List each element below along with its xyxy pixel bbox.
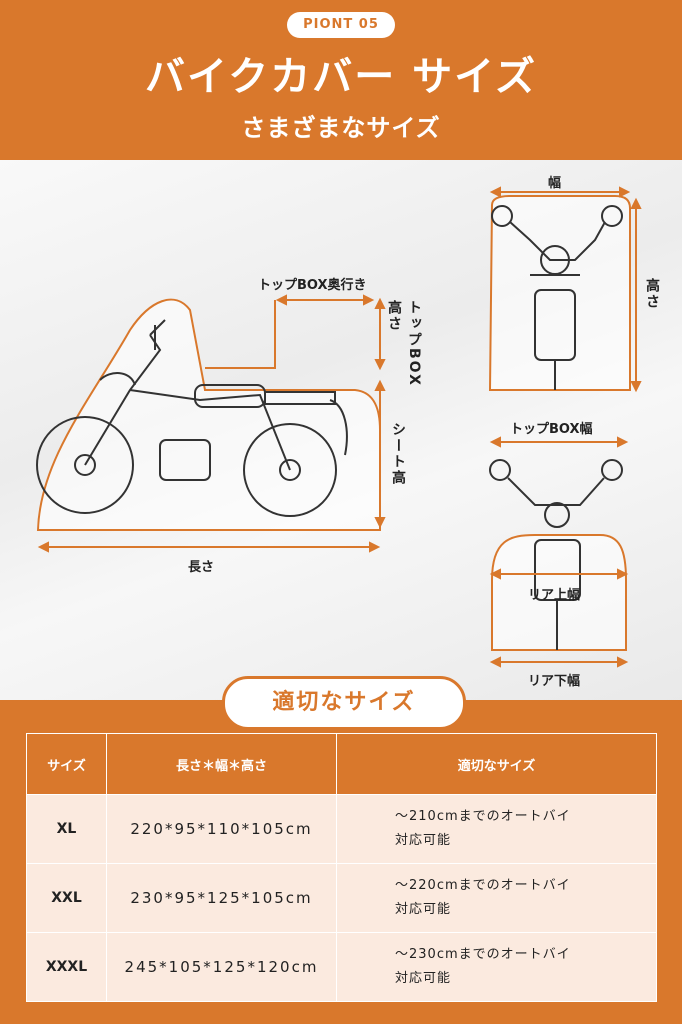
cell-dims: 245*105*125*120cm	[106, 932, 337, 1002]
page-subtitle: さまざまなサイズ	[241, 114, 441, 142]
header-fit: 適切なサイズ	[336, 733, 657, 795]
label-length: 長さ	[188, 560, 215, 575]
table-row: XXXL 245*105*125*120cm ～230cmまでのオートバイ 対応…	[26, 932, 657, 1002]
fit-line2: 対応可能	[395, 833, 452, 848]
motorcycle-illustration	[36, 186, 642, 668]
label-seat-height: シート高	[390, 422, 406, 486]
fit-line1: ～210cmまでのオートバイ	[395, 809, 571, 824]
fit-line1: ～230cmまでのオートバイ	[395, 947, 571, 962]
fit-line1: ～220cmまでのオートバイ	[395, 878, 571, 893]
table-row: XXL 230*95*125*105cm ～220cmまでのオートバイ 対応可能	[26, 863, 657, 933]
header-dimensions: 長さ＊幅＊高さ	[106, 733, 337, 795]
section-title: 適切なサイズ	[222, 676, 466, 730]
header-banner: PIONT 05 バイクカバー サイズ さまざまなサイズ	[0, 0, 682, 160]
table-row: XL 220*95*110*105cm ～210cmまでのオートバイ 対応可能	[26, 794, 657, 864]
size-table: サイズ 長さ＊幅＊高さ 適切なサイズ XL 220*95*110*105cm ～…	[26, 733, 657, 1002]
cell-size: XXL	[26, 863, 107, 933]
label-topbox-depth: トップBOX奥行き	[258, 278, 367, 293]
header-size: サイズ	[26, 733, 107, 795]
label-topbox-height: 高さ	[386, 300, 402, 332]
label-width: 幅	[548, 176, 562, 191]
cell-dims: 230*95*125*105cm	[106, 863, 337, 933]
size-diagram: トップBOX奥行き 高さ トップBOX シート高 長さ 幅 高さ トップBOX幅…	[0, 160, 682, 705]
label-topbox-vertical: トップBOX	[406, 300, 422, 387]
cell-size: XL	[26, 794, 107, 864]
page-title: バイクカバー サイズ	[145, 54, 537, 100]
topbox-side-line	[205, 300, 276, 369]
cell-fit: ～220cmまでのオートバイ 対応可能	[336, 863, 657, 933]
cell-fit: ～230cmまでのオートバイ 対応可能	[336, 932, 657, 1002]
point-badge: PIONT 05	[287, 12, 395, 38]
table-header-row: サイズ 長さ＊幅＊高さ 適切なサイズ	[26, 733, 657, 795]
cell-fit: ～210cmまでのオートバイ 対応可能	[336, 794, 657, 864]
cell-dims: 220*95*110*105cm	[106, 794, 337, 864]
fit-line2: 対応可能	[395, 971, 452, 986]
label-topbox-width: トップBOX幅	[510, 422, 593, 437]
label-rear-bottom-width: リア下幅	[528, 674, 581, 689]
bike-front-view	[491, 205, 623, 390]
rear-cover-outline	[491, 534, 627, 651]
side-cover-outline	[36, 298, 381, 531]
label-height-right: 高さ	[644, 278, 660, 310]
front-cover-outline	[488, 195, 631, 391]
bike-rear-view	[489, 459, 623, 650]
label-rear-top-width: リア上幅	[528, 588, 581, 603]
fit-line2: 対応可能	[395, 902, 452, 917]
bike-side-view	[36, 319, 348, 517]
cell-size: XXXL	[26, 932, 107, 1002]
